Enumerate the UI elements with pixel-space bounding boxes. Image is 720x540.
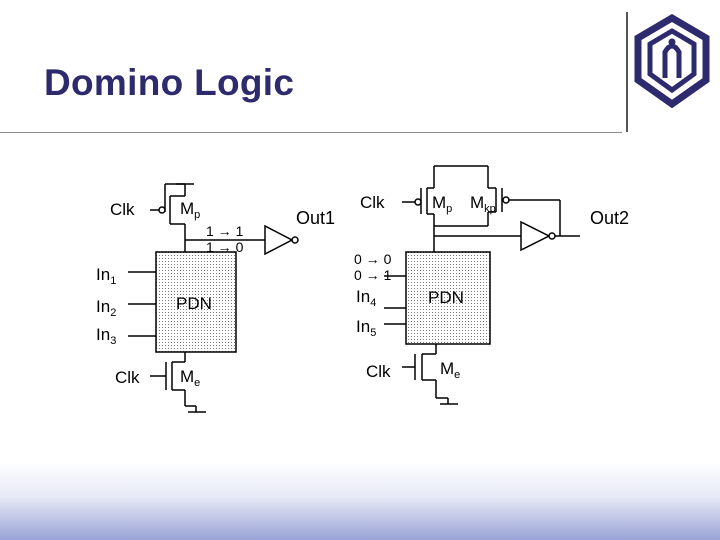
stage2-evaluation-label: Me bbox=[440, 359, 460, 381]
stage1-precharge-label: Mp bbox=[180, 199, 200, 221]
stage1-output-inverter bbox=[264, 224, 299, 256]
stage2-transition-a: 0 → 0 bbox=[354, 251, 392, 267]
stage2-output-label: Out2 bbox=[590, 208, 629, 228]
stage2-evaluation-nmos bbox=[402, 344, 437, 398]
stage2-keeper-label: Mkp bbox=[470, 193, 496, 215]
stage2-keeper-pmos bbox=[434, 166, 561, 236]
slide-title: Domino Logic bbox=[44, 62, 295, 103]
university-emblem-icon bbox=[634, 14, 710, 108]
stage2-precharge-pmos bbox=[402, 165, 488, 252]
stage2-pdn-label: PDN bbox=[428, 288, 464, 307]
stage1-clk-top-label: Clk bbox=[110, 200, 135, 219]
stage2-precharge-label: Mp bbox=[432, 193, 452, 215]
stage1-pdn-box bbox=[155, 251, 237, 353]
stage2 bbox=[384, 165, 580, 405]
stage1-pdn-label: PDN bbox=[176, 294, 212, 313]
stage1-transition-b: 1 → 0 bbox=[206, 239, 244, 255]
logo-divider bbox=[626, 12, 628, 132]
stage2-output-inverter bbox=[434, 220, 580, 252]
stage2-clk-top-label: Clk bbox=[360, 193, 385, 212]
stage1-precharge-pmos bbox=[150, 183, 194, 252]
stage1-output-label: Out1 bbox=[296, 208, 335, 228]
stage1-input-1-label: In1 bbox=[96, 265, 116, 287]
stage1-clk-bottom-label: Clk bbox=[115, 368, 140, 387]
stage1-evaluation-nmos bbox=[150, 352, 186, 406]
title-divider bbox=[0, 132, 622, 133]
stage2-clk-bottom-label: Clk bbox=[366, 362, 391, 381]
stage2-pdn-box bbox=[405, 251, 491, 345]
stage2-transition-b: 0 → 1 bbox=[354, 267, 392, 283]
stage2-input-4-label: In4 bbox=[356, 287, 376, 309]
stage1-transition-a: 1 → 1 bbox=[206, 223, 244, 239]
stage1-input-3-label: In3 bbox=[96, 325, 116, 347]
stage1-input-2-label: In2 bbox=[96, 297, 116, 319]
stage1-evaluation-label: Me bbox=[180, 367, 200, 389]
stage2-ground-icon bbox=[436, 397, 458, 405]
stage1 bbox=[128, 183, 299, 413]
footer-gradient-band bbox=[0, 462, 720, 540]
stage2-input-5-label: In5 bbox=[356, 317, 376, 339]
stage1-ground-icon bbox=[185, 405, 206, 413]
